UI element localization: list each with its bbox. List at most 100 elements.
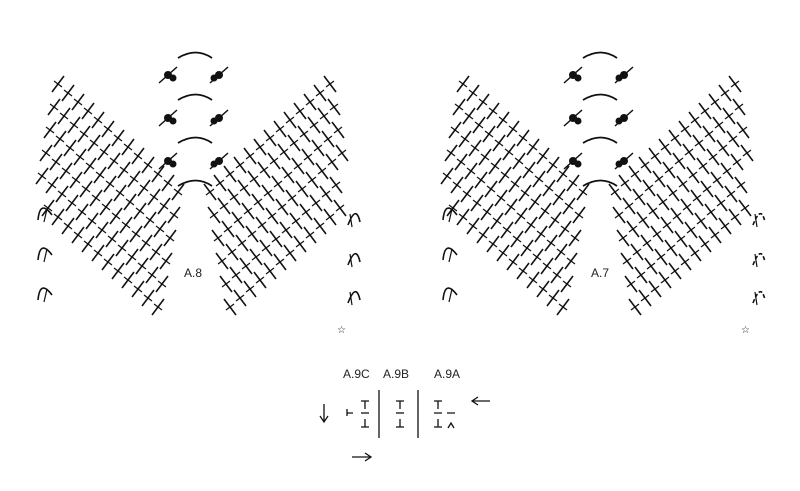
edge-scallop	[442, 207, 458, 221]
stitch-bar	[632, 248, 642, 256]
legend-label-a9c: A.9C	[343, 367, 370, 381]
symbol-group-a9c	[346, 400, 369, 428]
stitch-bar	[273, 180, 283, 188]
stitch-bar	[738, 126, 748, 134]
stitch-bar	[456, 158, 466, 166]
edge-scallop	[347, 290, 361, 304]
stitch-mark	[563, 152, 583, 170]
stitch-bar	[337, 149, 347, 157]
stitch-bar	[317, 167, 327, 175]
stitch-bar	[153, 303, 163, 311]
stitch-bar	[700, 240, 710, 248]
stitch-bar	[698, 162, 708, 170]
stitch-bar	[265, 134, 275, 142]
stitch-bar	[285, 116, 295, 124]
stitch-bar	[329, 103, 339, 111]
stitch-bar	[123, 143, 133, 151]
stitch-bar	[636, 271, 646, 279]
stitch-bar	[662, 221, 672, 229]
edge-scallop	[37, 287, 53, 301]
stitch-bar	[309, 121, 319, 129]
stitch-bar	[702, 185, 712, 193]
stitch-bar	[93, 249, 103, 257]
stitch-bar	[301, 208, 311, 216]
stitch-bar	[658, 198, 668, 206]
stitch-bar	[556, 248, 566, 256]
stitch-bar	[249, 175, 259, 183]
stitch-bar	[694, 139, 704, 147]
stitch-bar	[243, 207, 253, 215]
stitch-bar	[498, 116, 508, 124]
stitch-bar	[257, 221, 267, 229]
stitch-bar	[650, 152, 660, 160]
stitch-bar	[528, 276, 538, 284]
stitch-bar	[157, 280, 167, 288]
stitch-bar	[562, 280, 572, 288]
stitch-bar	[255, 143, 265, 151]
stitch-bar	[55, 135, 65, 143]
stitch-bar	[460, 135, 470, 143]
stitch-bar	[630, 170, 640, 178]
stitch-bar	[462, 190, 472, 198]
stitch-bar	[251, 253, 261, 261]
stitch-bar	[107, 235, 117, 243]
stitch-bar	[325, 213, 335, 221]
stitch-bar	[311, 199, 321, 207]
stitch-bar	[672, 212, 682, 220]
stitch-bar	[684, 148, 694, 156]
stitch-bar	[141, 239, 151, 247]
stitch-bar	[478, 231, 488, 239]
stitch-bar	[163, 179, 173, 187]
stitch-bar	[225, 303, 235, 311]
stitch-bar	[63, 89, 73, 97]
stitch-bar	[265, 267, 275, 275]
stitch-bar	[153, 170, 163, 178]
stitch-bar	[742, 149, 752, 157]
symbol-group-a9b	[396, 400, 404, 428]
stitch-bar	[466, 167, 476, 175]
stitch-bar	[261, 244, 271, 252]
stitch-bar	[622, 257, 632, 265]
stitch-bar	[103, 125, 113, 133]
edge-scallop	[43, 248, 48, 263]
stitch-bar	[558, 170, 568, 178]
stitch-bar	[259, 166, 269, 174]
stitch-bar	[538, 285, 548, 293]
stitch-bar	[528, 143, 538, 151]
stitch-bar	[714, 121, 724, 129]
stitch-bar	[331, 181, 341, 189]
stitch-bar	[57, 190, 67, 198]
stitch-bar	[161, 257, 171, 265]
stitch-bar	[498, 249, 508, 257]
stitch-bar	[281, 226, 291, 234]
stitch-bar	[614, 211, 624, 219]
stitch-bar	[712, 176, 722, 184]
stitch-bar	[476, 176, 486, 184]
stitch-bar	[522, 244, 532, 252]
stitch-bar	[648, 207, 658, 215]
edge-scallop	[754, 291, 758, 306]
stitch-bar	[313, 144, 323, 152]
edge-scallop	[754, 253, 758, 268]
stitch-bar	[500, 171, 510, 179]
stitch-bar	[734, 103, 744, 111]
stitch-bar	[155, 225, 165, 233]
stitch-bar	[690, 116, 700, 124]
stitch-bar	[283, 171, 293, 179]
stitch-bar	[83, 240, 93, 248]
star-icon: ☆	[741, 325, 750, 336]
chain-arc	[177, 136, 213, 144]
stitch-bar	[492, 217, 502, 225]
stitch-bar	[484, 130, 494, 138]
stitch-bar	[644, 184, 654, 192]
stitch-bar	[464, 112, 474, 120]
stitch-bar	[67, 199, 77, 207]
stitch-bar	[628, 225, 638, 233]
stitch-bar	[728, 135, 738, 143]
stitch-bar	[548, 294, 558, 302]
stitch-bar	[542, 262, 552, 270]
chain-arc	[177, 51, 213, 59]
stitch-bar	[137, 262, 147, 270]
stitch-bar	[95, 171, 105, 179]
edge-scallop	[752, 290, 766, 304]
